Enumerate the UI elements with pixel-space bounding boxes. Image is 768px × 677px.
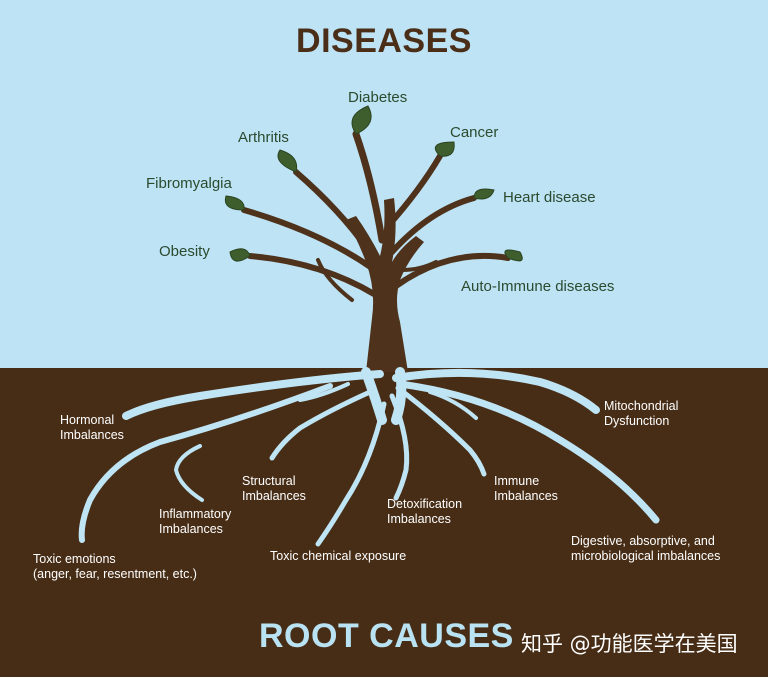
disease-arthritis: Arthritis: [238, 129, 289, 146]
disease-fibromyalgia: Fibromyalgia: [146, 175, 232, 192]
cause-line: Imbalances: [242, 489, 306, 503]
leaf-diabetes: [351, 105, 372, 135]
cause-detoxification: Detoxification Imbalances: [387, 497, 462, 527]
watermark: 知乎 @功能医学在美国: [521, 632, 738, 656]
cause-toxic-emotions: Toxic emotions (anger, fear, resentment,…: [33, 552, 197, 582]
leaf-heart-disease: [473, 188, 495, 200]
cause-mitochondrial: Mitochondrial Dysfunction: [604, 399, 678, 429]
cause-line: Inflammatory: [159, 507, 232, 521]
cause-line: Imbalances: [159, 522, 223, 536]
cause-line: Imbalances: [494, 489, 558, 503]
root-inflammatory: [174, 444, 204, 502]
leaves: [224, 105, 523, 262]
disease-cancer: Cancer: [450, 124, 499, 141]
root-digestive: [396, 380, 660, 524]
leaf-fibromyalgia: [224, 195, 245, 211]
disease-diabetes: Diabetes: [348, 89, 408, 106]
cause-digestive: Digestive, absorptive, and microbiologic…: [571, 534, 720, 564]
root-center: [361, 367, 387, 425]
leaf-cancer: [434, 141, 455, 157]
cause-hormonal: Hormonal Imbalances: [60, 413, 124, 443]
root-mitochondrial: [392, 368, 600, 414]
cause-line: Structural: [242, 474, 296, 488]
leaf-auto-immune: [504, 249, 523, 262]
cause-line: Toxic emotions: [33, 552, 116, 566]
root-toxic-emotions: [78, 383, 333, 543]
cause-line: Mitochondrial: [604, 399, 679, 413]
diagram-title: DISEASES: [296, 22, 472, 60]
cause-line: Detoxification: [387, 497, 463, 511]
cause-line: (anger, fear, resentment, etc.): [33, 567, 197, 581]
cause-toxic-chemical: Toxic chemical exposure: [270, 549, 406, 564]
cause-line: Toxic chemical exposure: [270, 549, 407, 563]
cause-inflammatory: Inflammatory Imbalances: [159, 507, 231, 537]
cause-line: Dysfunction: [604, 414, 670, 428]
cause-immune: Immune Imbalances: [494, 474, 558, 504]
cause-line: Immune: [494, 474, 540, 488]
cause-line: microbiological imbalances: [571, 549, 721, 563]
tree-branches: [241, 130, 511, 302]
root-structural: [269, 389, 373, 461]
roots: [78, 367, 660, 547]
root-immune: [395, 385, 487, 477]
leaf-obesity: [229, 248, 251, 262]
root-hormonal: [122, 370, 384, 420]
cause-structural: Structural Imbalances: [242, 474, 306, 504]
root-causes-heading: ROOT CAUSES: [259, 617, 514, 655]
disease-auto-immune: Auto-Immune diseases: [461, 278, 615, 295]
leaf-arthritis: [277, 149, 298, 173]
disease-obesity: Obesity: [159, 243, 210, 260]
cause-line: Digestive, absorptive, and: [571, 534, 715, 548]
cause-line: Imbalances: [387, 512, 451, 526]
disease-heart-disease: Heart disease: [503, 189, 596, 206]
cause-line: Imbalances: [60, 428, 124, 442]
root-toxic-chemical: [315, 401, 387, 547]
cause-line: Hormonal: [60, 413, 115, 427]
